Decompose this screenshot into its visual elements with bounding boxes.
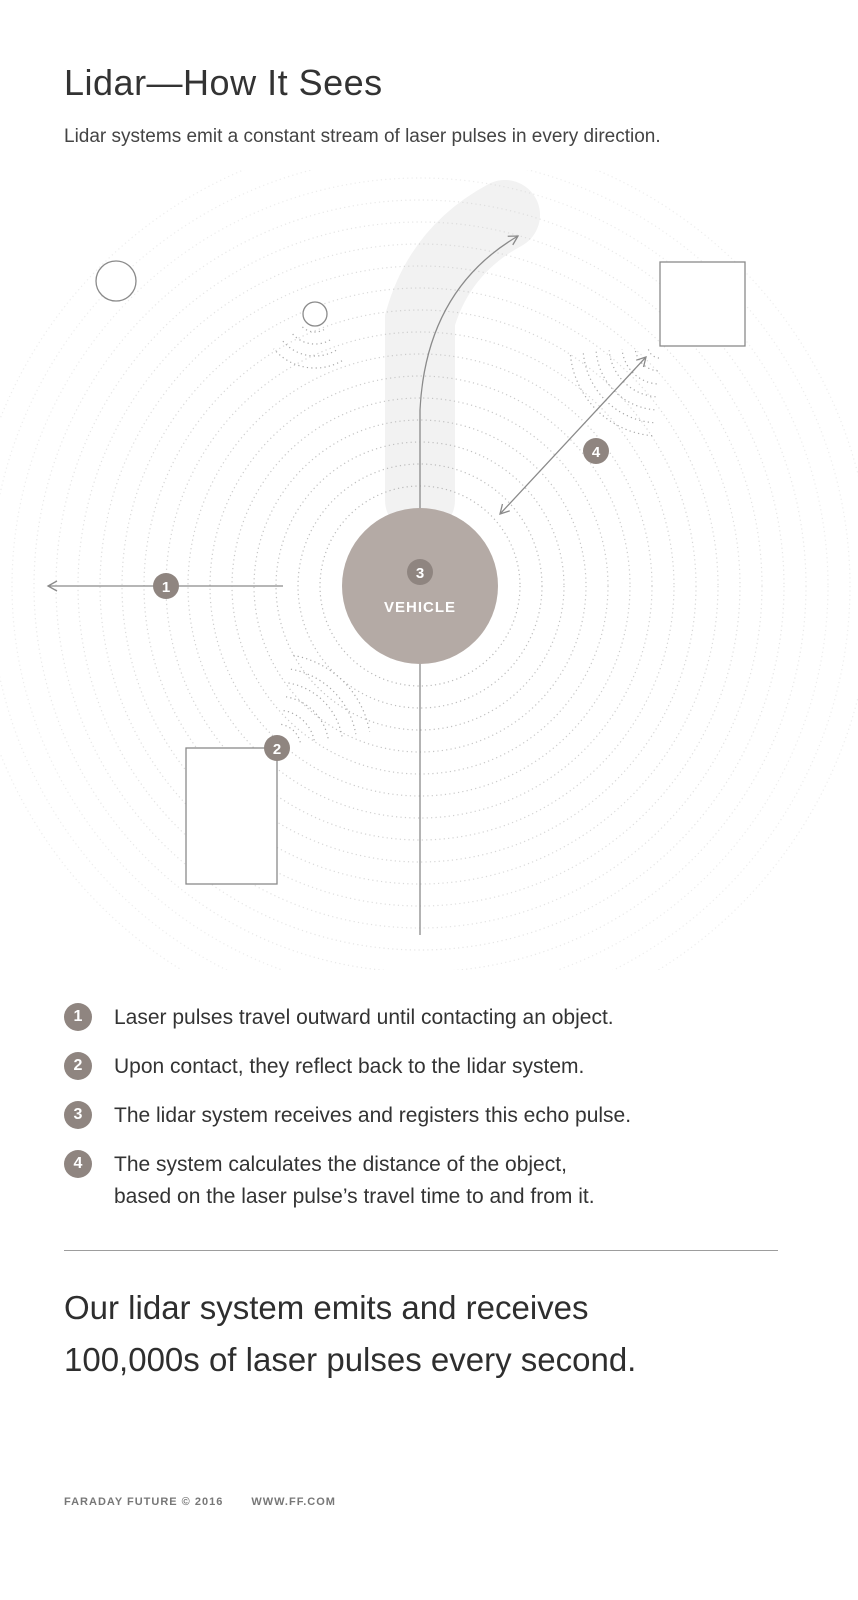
object-square	[659, 261, 746, 347]
step-text: The lidar system receives and registers …	[114, 1104, 632, 1127]
pulse-ring	[143, 309, 697, 863]
step-number: 4	[64, 1150, 92, 1178]
pulse-ring	[0, 170, 851, 970]
beam-trail	[385, 180, 540, 535]
marker-1: 1	[153, 573, 179, 599]
footer: FARADAY FUTURE © 2016 WWW.FF.COM	[64, 1496, 336, 1508]
pulse-ring	[33, 199, 807, 970]
pulse-ring	[187, 353, 653, 819]
step-text: Laser pulses travel outward until contac…	[114, 1006, 614, 1029]
echo-arc	[285, 696, 329, 740]
echo-arc	[291, 332, 331, 345]
step-number: 3	[64, 1101, 92, 1129]
echo-arc	[300, 325, 325, 333]
marker-3: 3	[407, 559, 433, 585]
svg-text:2: 2	[273, 741, 281, 758]
svg-text:4: 4	[592, 444, 601, 461]
object-circle-small	[302, 301, 328, 327]
divider	[64, 1250, 778, 1251]
object-circle-large	[95, 260, 137, 302]
vehicle-circle	[342, 508, 498, 664]
step-number: 2	[64, 1052, 92, 1080]
pulse-arrow-curved	[419, 235, 520, 510]
pulse-ring	[55, 221, 785, 951]
echo-arc	[647, 346, 660, 359]
steps-list: 1 Laser pulses travel outward until cont…	[64, 1002, 794, 1230]
step-text: Upon contact, they reflect back to the l…	[114, 1055, 585, 1078]
step-item-4: 4 The system calculates the distance of …	[64, 1149, 794, 1213]
echo-arc	[281, 723, 302, 744]
echo-arc	[283, 710, 315, 742]
page-subtitle: Lidar systems emit a constant stream of …	[64, 126, 661, 147]
pulse-ring	[297, 463, 543, 709]
pulse-ring	[319, 485, 521, 687]
echo-arc	[282, 340, 337, 357]
pulse-ring	[121, 287, 719, 885]
step-item-3: 3 The lidar system receives and register…	[64, 1100, 794, 1132]
marker-4: 4	[583, 438, 609, 464]
svg-text:3: 3	[416, 565, 424, 582]
step-text: The system calculates the distance of th…	[114, 1153, 595, 1208]
echo-arc	[273, 348, 343, 369]
echo-arc	[288, 682, 343, 737]
pulse-ring	[165, 331, 675, 841]
page-title: Lidar—How It Sees	[64, 62, 383, 103]
echo-arc	[290, 668, 357, 735]
svg-text:1: 1	[162, 579, 170, 596]
pulse-ring	[209, 375, 631, 797]
object-rectangle	[185, 747, 278, 885]
step-number: 1	[64, 1003, 92, 1031]
marker-2: 2	[264, 735, 290, 761]
echo-arc	[293, 654, 371, 732]
echo-arc	[621, 349, 657, 385]
pulse-arrow-diagonal	[499, 356, 647, 515]
vehicle-label: VEHICLE	[384, 599, 456, 616]
headline: Our lidar system emits and receives 100,…	[64, 1289, 637, 1378]
step-item-1: 1 Laser pulses travel outward until cont…	[64, 1002, 794, 1034]
pulse-ring	[11, 177, 829, 970]
lidar-diagram: 3 VEHICLE 1 2 4	[0, 170, 858, 970]
footer-copyright: FARADAY FUTURE © 2016	[64, 1496, 224, 1508]
echo-arc	[634, 348, 658, 372]
footer-url[interactable]: WWW.FF.COM	[251, 1496, 336, 1508]
step-item-2: 2 Upon contact, they reflect back to the…	[64, 1051, 794, 1083]
